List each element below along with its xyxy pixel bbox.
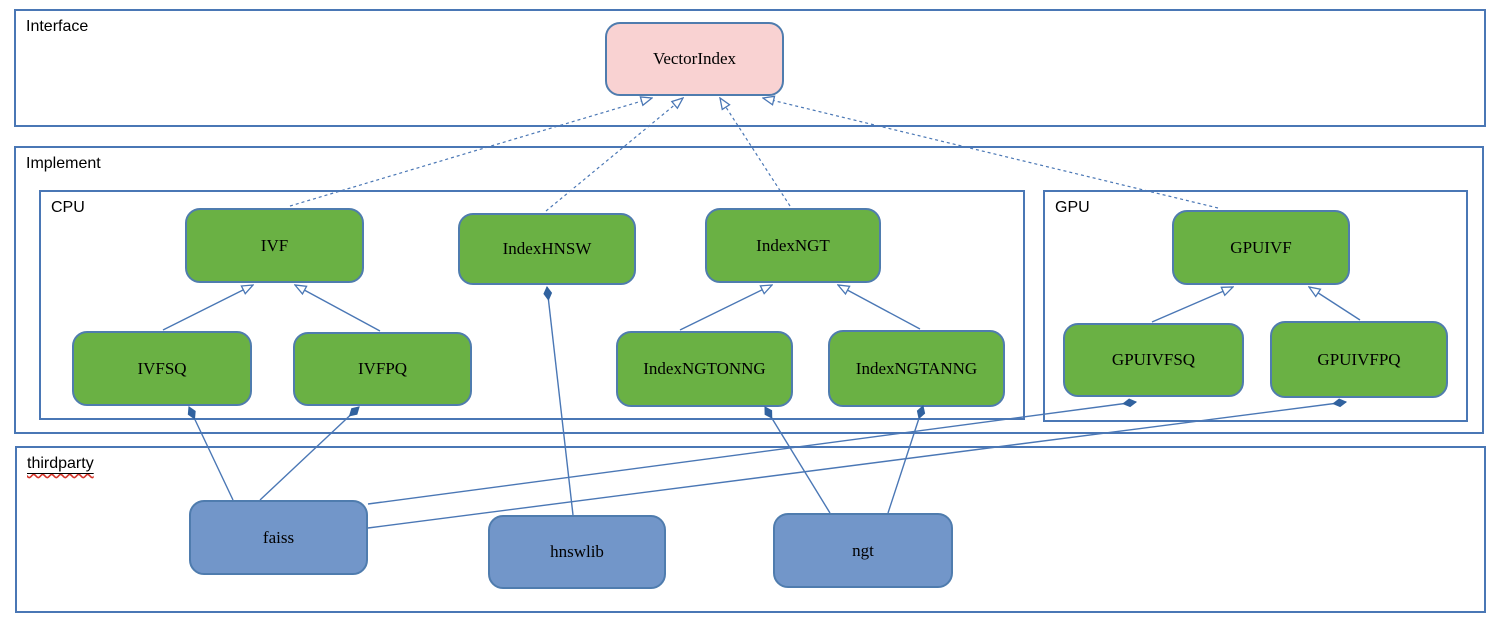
node-vectorindex: VectorIndex [605,22,784,96]
node-gpuivfpq: GPUIVFPQ [1270,321,1448,398]
node-ngt-label: ngt [852,540,874,560]
node-ivfpq: IVFPQ [293,332,472,406]
node-indexngt: IndexNGT [705,208,881,283]
node-gpuivf-label: GPUIVF [1230,237,1292,257]
node-gpuivfpq-label: GPUIVFPQ [1317,349,1401,369]
node-ivf-label: IVF [260,235,289,255]
node-indexngtonng-label: IndexNGTONNG [643,359,766,378]
node-faiss-label: faiss [262,527,295,547]
misspell-underline: thirdparty [27,455,94,472]
node-vectorindex-label: VectorIndex [652,49,737,68]
node-indexhnsw: IndexHNSW [458,213,636,285]
node-indexngtanng: IndexNGTANNG [828,330,1005,407]
node-ivf: IVF [185,208,364,283]
node-ivfsq: IVFSQ [72,331,252,406]
node-ngt: ngt [773,513,953,588]
container-thirdparty-label: thirdparty [27,455,94,473]
container-cpu-label: CPU [51,199,85,216]
container-gpu-label: GPU [1055,199,1090,216]
node-hnswlib-label: hnswlib [550,542,604,561]
node-faiss: faiss [189,500,368,575]
node-indexngtanng-label: IndexNGTANNG [855,358,978,378]
node-gpuivfsq-label: GPUIVFSQ [1111,350,1196,369]
node-indexhnsw-label: IndexHNSW [502,239,592,258]
node-ivfpq-label: IVFPQ [357,359,408,378]
node-gpuivf: GPUIVF [1172,210,1350,285]
node-gpuivfsq: GPUIVFSQ [1063,323,1244,397]
node-hnswlib: hnswlib [488,515,666,589]
node-ivfsq-label: IVFSQ [137,358,187,378]
node-indexngtonng: IndexNGTONNG [616,331,793,407]
container-implement-label: Implement [26,155,101,172]
container-interface-label: Interface [26,18,89,35]
node-indexngt-label: IndexNGT [756,235,830,255]
